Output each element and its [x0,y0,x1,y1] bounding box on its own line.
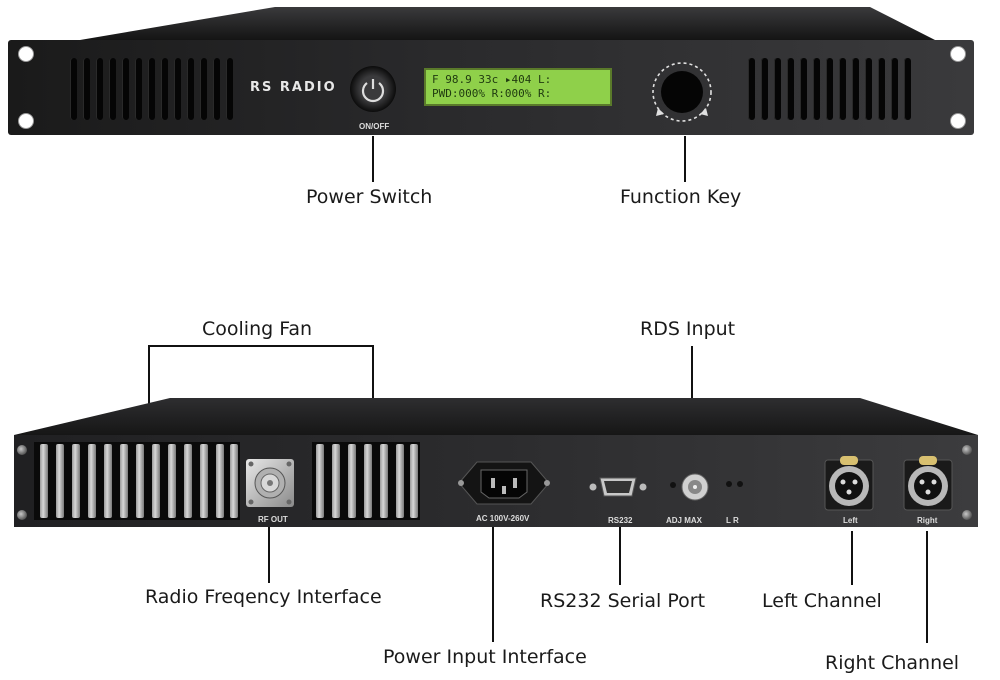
callout-cooling-fan: Cooling Fan [202,318,313,340]
rack-hole [950,113,966,129]
leader-line-left [851,531,853,585]
leader-line-function [684,136,686,182]
callout-function-key: Function Key [620,186,742,208]
lcd-line-2: PWD:000% R:000% R: [432,87,552,100]
bnc-connector-icon [681,473,709,501]
rds-bnc-connector[interactable] [680,472,710,502]
rack-hole [18,113,34,129]
rs232-connector[interactable] [588,474,648,500]
rf-out-label: RF OUT [258,515,288,524]
rs232-label: RS232 [608,516,633,525]
rear-vent-right [312,442,420,520]
xlr-connector-icon [824,456,874,511]
power-button[interactable] [350,66,396,112]
leader-line-fan-bar [148,345,374,347]
rack-hole [950,46,966,62]
rear-vent-left [34,442,240,520]
xlr-left-connector[interactable] [824,456,874,512]
leader-line-rf [268,527,270,583]
callout-right-channel: Right Channel [825,652,960,674]
n-connector-icon [248,461,292,505]
rf-out-connector[interactable] [246,459,294,507]
power-icon [361,79,385,103]
screw [17,510,27,520]
ac-input-label: AC 100V-260V [476,514,530,523]
leader-line-right [926,531,928,643]
callout-rf-interface: Radio Freqency Interface [145,586,382,608]
leader-line-rs232 [619,527,621,585]
screw [17,445,27,455]
leader-line-power-input [492,527,494,642]
adj-trimmer[interactable] [670,482,676,488]
callout-rds-input: RDS Input [640,318,736,340]
leader-line-fan-left [148,345,150,445]
function-knob[interactable] [650,60,714,124]
callout-left-channel: Left Channel [762,590,882,612]
adj-max-label: ADJ MAX [666,516,703,525]
callout-rs232-port: RS232 Serial Port [540,590,706,612]
brand-logo: RS RADIO [250,80,337,95]
lcd-line-1: F 98.9 33c ▸404 L: [432,73,552,86]
lr-label: L R [726,516,739,525]
rotary-arrows-icon [652,62,712,122]
leader-line-power [372,136,374,182]
rack-hole [18,46,34,62]
xlr-right-connector[interactable] [903,456,953,512]
db9-connector-icon [589,477,647,497]
level-trimmer-l[interactable] [726,481,732,487]
screw [962,445,972,455]
lcd-display: F 98.9 33c ▸404 L: PWD:000% R:000% R: [424,68,612,106]
screw [962,510,972,520]
callout-power-input: Power Input Interface [383,646,587,668]
power-button-label: ON/OFF [359,122,390,131]
ac-power-inlet[interactable] [449,458,559,508]
xlr-connector-icon [903,456,953,511]
leader-line-fan-right [372,345,374,445]
iec-inlet-icon [458,461,550,505]
level-trimmer-r[interactable] [737,481,743,487]
callout-power-switch: Power Switch [306,186,433,208]
left-label: Left [843,516,858,525]
right-label: Right [917,516,938,525]
